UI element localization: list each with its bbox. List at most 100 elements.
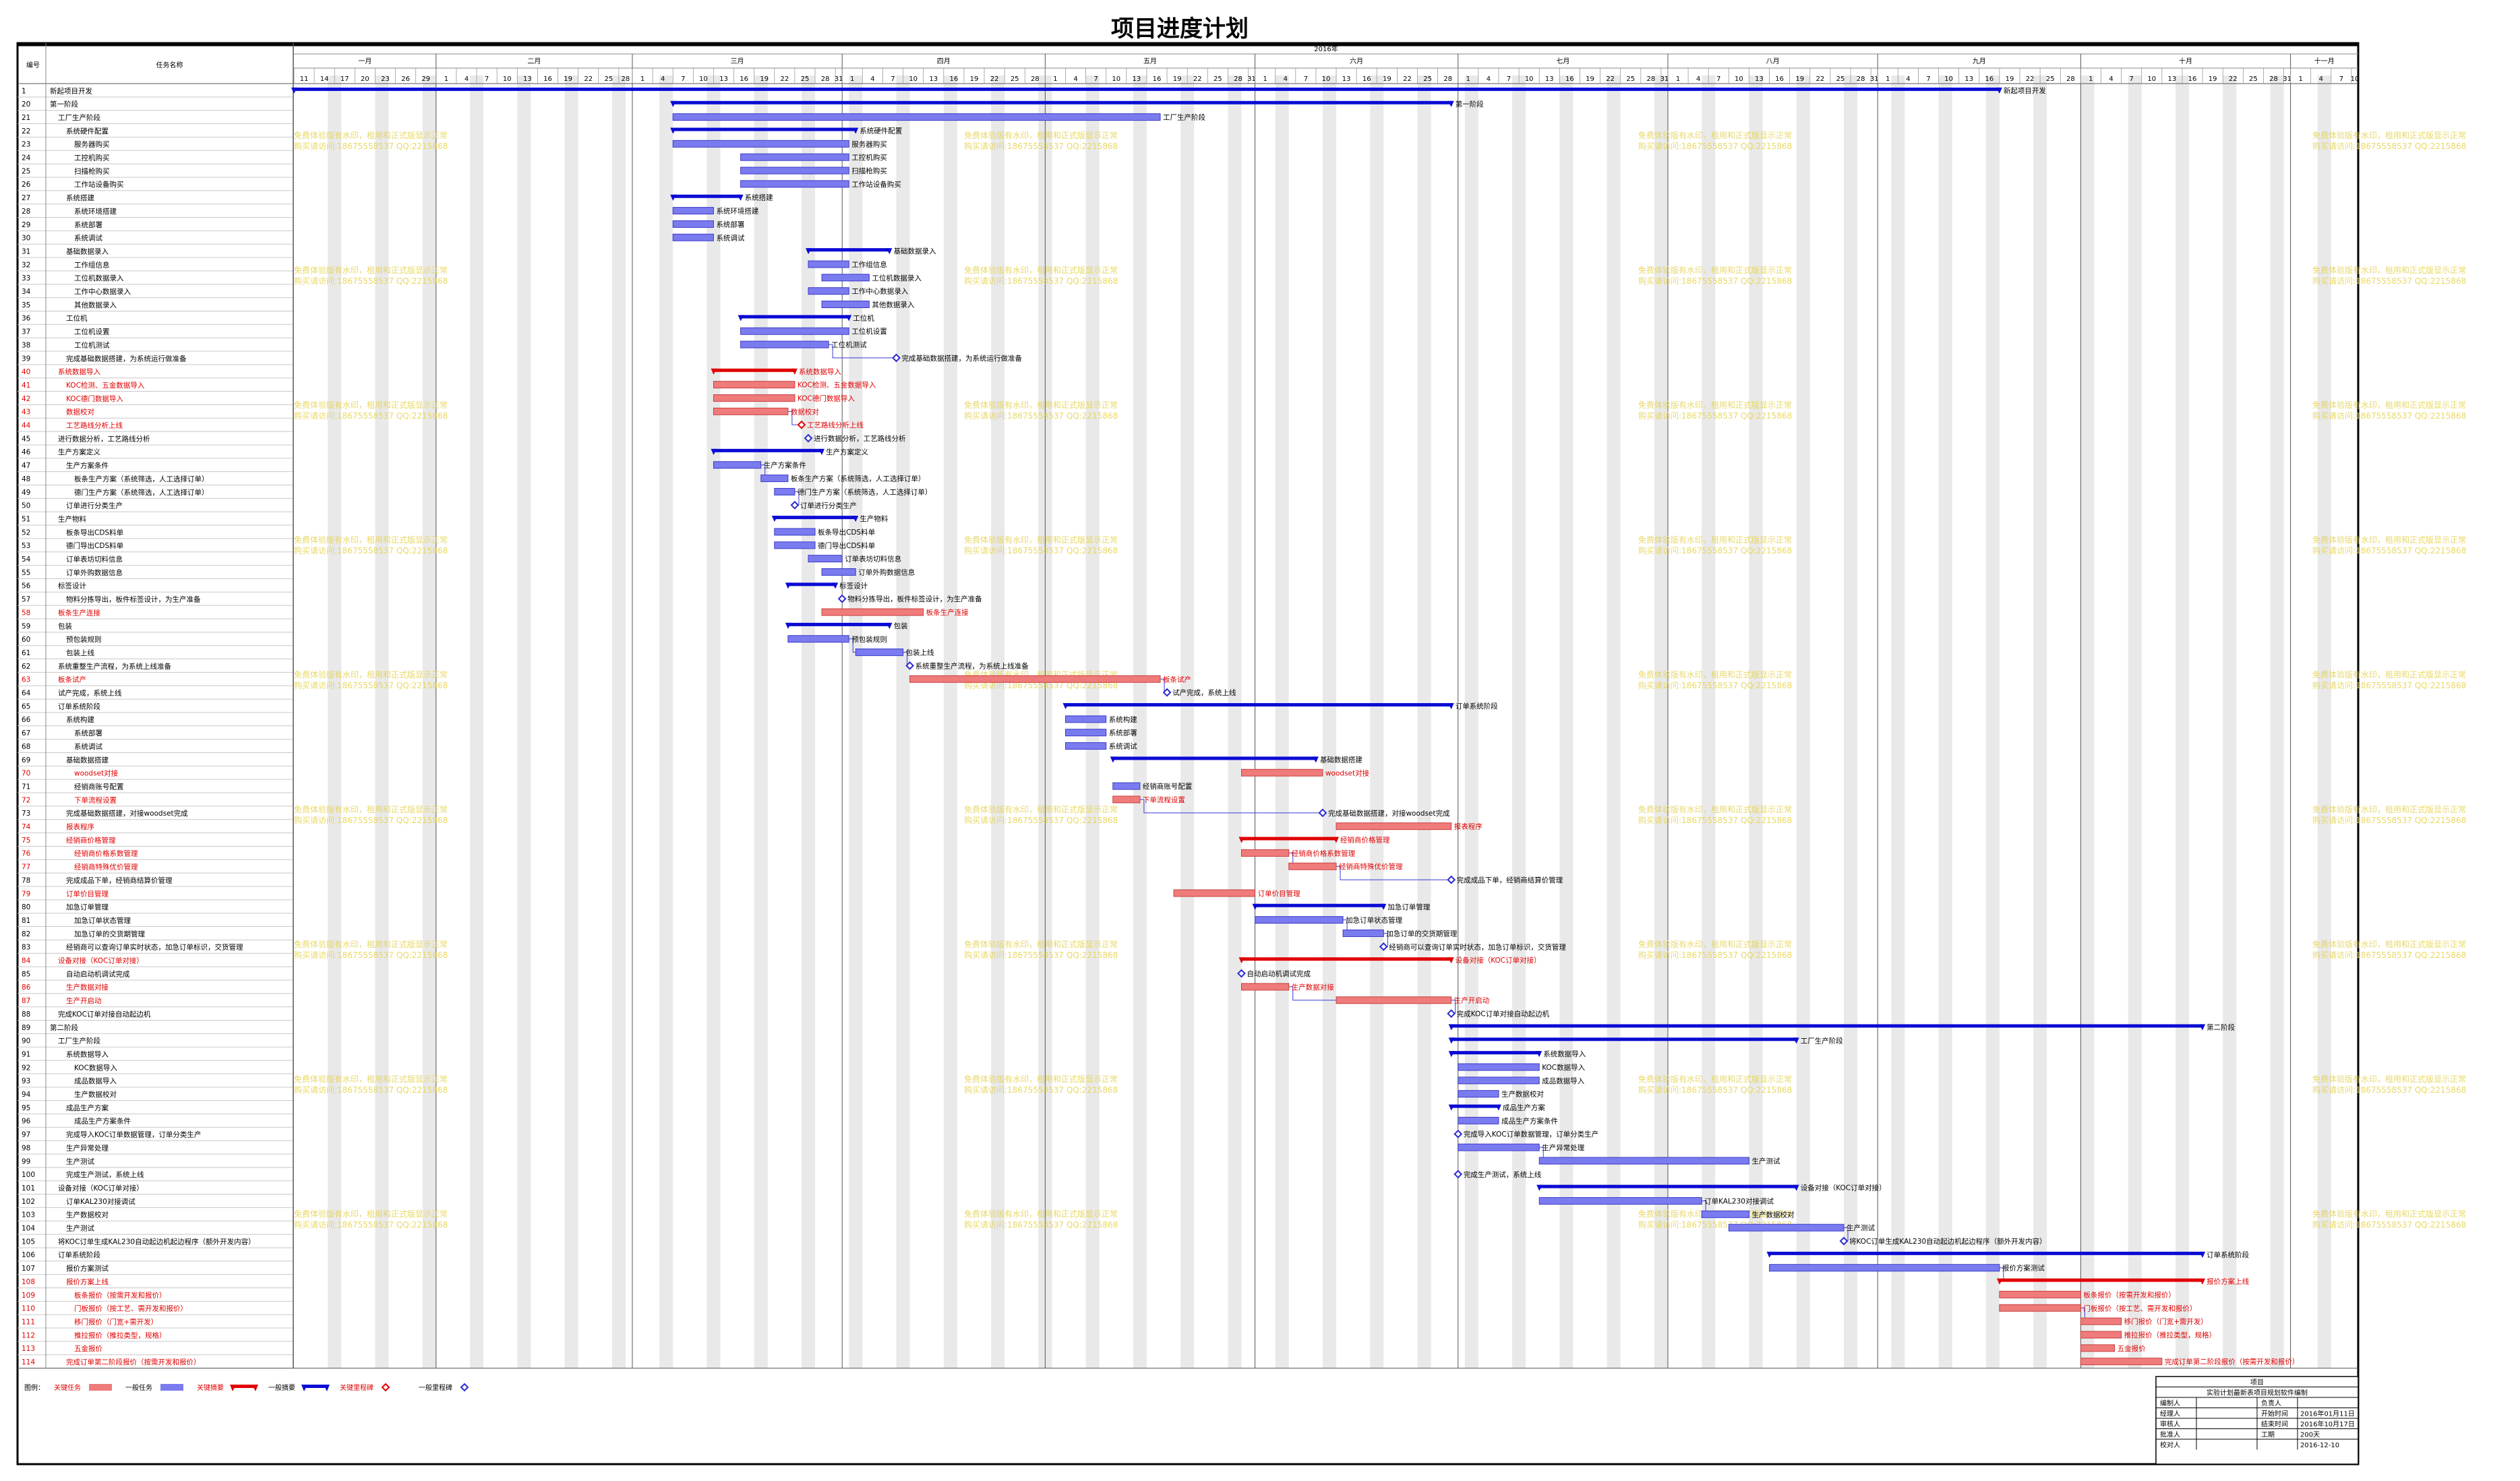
task-bar-group: 工作站设备购买 xyxy=(740,180,901,189)
task-name: 系统部署 xyxy=(74,729,102,737)
task-bar-group: 完成KOC订单对接自动起边机 xyxy=(1447,1009,1550,1019)
task-bar-group: 系统部署 xyxy=(672,220,744,229)
day-label: 10 xyxy=(1112,75,1120,83)
summary-cap-end xyxy=(1380,903,1387,910)
task-bar-label: 物料分拣导出，板件标签设计，为生产准备 xyxy=(847,595,982,603)
weekend-band xyxy=(896,75,910,1368)
task-bar-group: 预包装规则 xyxy=(787,635,887,644)
task-bar-group: 完成导入KOC订单数据管理，订单分类生产 xyxy=(1453,1129,1598,1139)
day-label: 13 xyxy=(1133,75,1141,83)
task-id: 40 xyxy=(22,368,30,376)
task-bar-label: 工作站设备购买 xyxy=(851,180,901,189)
task-id: 83 xyxy=(22,944,30,952)
task-name: 完成成品下单，经销商结算价管理 xyxy=(66,876,173,884)
task-bar-group: 将KOC订单生成KAL230自动起边机起边程序（额外开发内容） xyxy=(1839,1236,2047,1246)
weekend-band xyxy=(707,75,721,1368)
weekend-band xyxy=(1464,75,1478,1368)
summary-bar xyxy=(673,100,1451,104)
task-bar xyxy=(1336,822,1452,830)
summary-cap-start xyxy=(738,315,744,322)
day-label: 25 xyxy=(1213,75,1222,83)
legend-item: 一般里程碑 xyxy=(419,1383,469,1392)
task-name: 板条导出CDS料单 xyxy=(66,528,123,537)
weekend-bands xyxy=(328,75,2331,1368)
watermark-text: 免费体验版有水印，租用和正式版显示正常 xyxy=(2312,265,2466,275)
day-label: 28 xyxy=(1443,75,1452,83)
dependency-link xyxy=(760,464,766,479)
legend-item: 关键里程碑 xyxy=(340,1383,390,1392)
task-bar-group: 系统构建 xyxy=(1064,715,1137,724)
task-bar-label: 订单价目管理 xyxy=(1258,889,1300,898)
task-bar xyxy=(1769,1264,2000,1272)
task-bar xyxy=(1538,1157,1749,1165)
milestone-marker xyxy=(1318,808,1327,818)
task-id: 100 xyxy=(22,1171,35,1179)
dependency-link xyxy=(1383,932,1388,947)
watermark-text: 免费体验版有水印，租用和正式版显示正常 xyxy=(1638,130,1792,140)
task-name: KOC检测、五金数据导入 xyxy=(66,381,145,390)
task-bar xyxy=(1288,862,1337,870)
task-bar-group: woodset对接 xyxy=(1241,768,1370,777)
task-bar-label: 成品生产方案条件 xyxy=(1501,1116,1558,1125)
task-bar-group: 系统数据导入 xyxy=(1448,1050,1586,1058)
task-bar-group: 系统重整生产流程，为系统上线准备 xyxy=(905,661,1029,670)
watermark-text: 免费体验版有水印，租用和正式版显示正常 xyxy=(294,1209,448,1219)
day-label: 31 xyxy=(2283,75,2291,83)
info-value: 2016年10月17日 xyxy=(2300,1420,2355,1428)
task-name: 系统调试 xyxy=(74,234,102,243)
milestone-marker xyxy=(837,594,847,603)
watermark-text: 购买请访问:18675558537 QQ:2215868 xyxy=(294,1085,448,1095)
summary-cap-end xyxy=(1447,703,1454,710)
task-id: 31 xyxy=(22,247,30,255)
weekend-band xyxy=(1702,75,1716,1368)
legend-label: 关键摘要 xyxy=(197,1383,224,1392)
task-bar-label: 工位机测试 xyxy=(831,340,867,349)
task-bar-label: 第一阶段 xyxy=(1456,100,1484,109)
task-id: 74 xyxy=(22,823,31,831)
task-id: 34 xyxy=(22,288,31,296)
legend-swatch xyxy=(460,1383,469,1392)
task-name: 工位机测试 xyxy=(74,340,110,349)
task-bar-label: 生产方案条件 xyxy=(764,461,806,470)
dependency-link xyxy=(1343,919,1348,934)
watermark-text: 购买请访问:18675558537 QQ:2215868 xyxy=(294,950,448,960)
task-name: 将KOC订单生成KAL230自动起边机起边程序（额外开发内容） xyxy=(58,1237,256,1246)
task-bar-label: 生产数据对接 xyxy=(1292,983,1334,992)
task-id: 112 xyxy=(22,1331,35,1339)
day-label: 4 xyxy=(1073,75,1077,83)
day-label: 19 xyxy=(1173,75,1182,83)
milestone-marker xyxy=(797,420,806,429)
month-label: 十一月 xyxy=(2314,57,2335,65)
summary-cap-start xyxy=(785,622,791,629)
day-label: 22 xyxy=(1403,75,1412,83)
summary-bar xyxy=(294,87,2000,91)
watermark-text: 免费体验版有水印，租用和正式版显示正常 xyxy=(1638,535,1792,545)
task-id: 103 xyxy=(22,1211,35,1219)
legend-swatch-cap xyxy=(252,1385,258,1391)
summary-cap-start xyxy=(670,194,677,201)
month-label: 七月 xyxy=(1556,57,1569,65)
task-id: 43 xyxy=(22,409,30,417)
task-bar-label: woodset对接 xyxy=(1325,768,1370,777)
milestone-marker xyxy=(1237,969,1246,978)
watermark-text: 免费体验版有水印，租用和正式版显示正常 xyxy=(1638,1074,1792,1084)
dependency-link xyxy=(829,344,897,359)
dependency-link xyxy=(1288,986,1337,1001)
task-id: 101 xyxy=(22,1184,35,1192)
task-id: 70 xyxy=(22,770,30,778)
task-bar-group: 德门导出CDS料单 xyxy=(774,541,875,550)
summary-bar xyxy=(774,516,856,520)
day-label: 4 xyxy=(2109,75,2113,83)
task-bar xyxy=(1701,1210,1749,1218)
task-bar xyxy=(1999,1304,2081,1312)
task-id: 80 xyxy=(22,903,30,911)
summary-cap-end xyxy=(852,516,859,522)
day-label: 10 xyxy=(1322,75,1331,83)
watermark-text: 购买请访问:18675558537 QQ:2215868 xyxy=(1638,815,1792,825)
task-id: 75 xyxy=(22,837,30,845)
dependency-link xyxy=(1336,866,1451,880)
task-bar-label: 五金报价 xyxy=(2118,1344,2146,1353)
weekend-band xyxy=(1985,75,2000,1368)
day-label: 4 xyxy=(1906,75,1910,83)
